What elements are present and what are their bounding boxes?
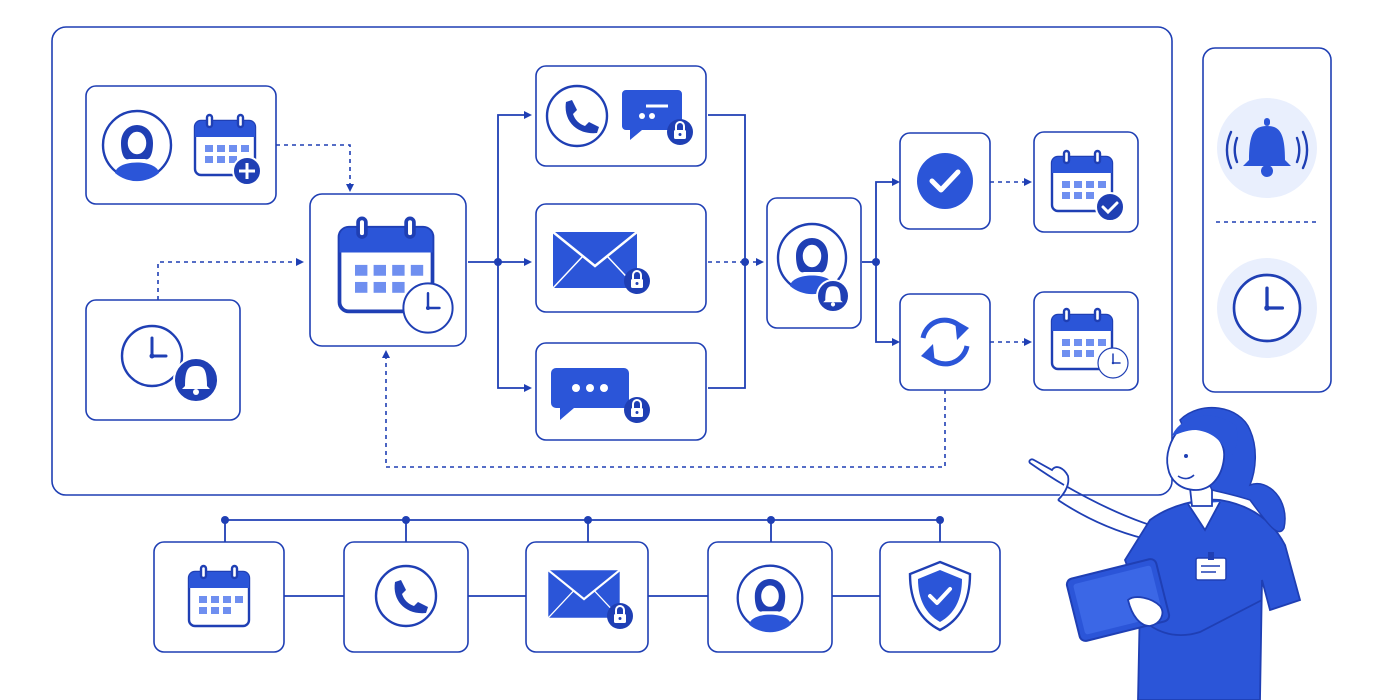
calendar-icon: [187, 564, 251, 628]
toolbar-security-button[interactable]: [879, 541, 1001, 653]
chat-bubble-icon: [551, 368, 629, 420]
toolbar-patient-button[interactable]: [707, 541, 833, 653]
patient-avatar-icon: [101, 109, 173, 183]
phone-icon: [374, 564, 438, 628]
node-confirm: [899, 132, 991, 230]
bottom-toolbar: [153, 516, 1001, 653]
node-patient-notified: [766, 197, 862, 329]
calendar-add-icon: [193, 113, 262, 186]
clock-icon: [120, 324, 184, 388]
calendar-check-icon: [1050, 149, 1125, 222]
node-calendar-pending: [1033, 291, 1139, 391]
phone-icon: [545, 84, 609, 148]
sync-icon: [920, 317, 970, 367]
side-panel: [1202, 47, 1332, 393]
edge-to-phone-chat: [497, 111, 532, 262]
node-reschedule: [899, 293, 991, 391]
node-scheduler: [309, 193, 467, 347]
node-patient-book: [85, 85, 277, 205]
connectors: [157, 111, 1032, 468]
edge-to-reschedule: [875, 262, 900, 346]
node-secure-message: [535, 342, 707, 441]
lock-icon: [606, 602, 634, 630]
edge-book-to-scheduler: [276, 144, 354, 192]
lock-icon: [666, 118, 694, 146]
bell-icon: [173, 357, 219, 403]
clock-icon: [402, 282, 454, 334]
clock-icon: [1217, 258, 1317, 358]
nurse-illustration: [1028, 406, 1302, 700]
node-calendar-confirmed: [1033, 131, 1139, 233]
ringing-bell-icon: [1217, 98, 1317, 198]
node-time-reminder: [85, 299, 241, 421]
node-secure-email: [535, 203, 707, 313]
toolbar-phone-button[interactable]: [343, 541, 469, 653]
node-phone-chat: [535, 65, 707, 167]
lock-icon: [623, 267, 651, 295]
edge-to-message: [497, 262, 532, 392]
chat-bubble-icon: [622, 90, 682, 140]
patient-avatar-icon: [736, 564, 804, 634]
toolbar-email-button[interactable]: [525, 541, 649, 653]
check-circle-icon: [917, 153, 973, 209]
toolbar-calendar-button[interactable]: [153, 541, 285, 653]
bell-icon: [816, 279, 850, 313]
edge-to-confirm: [875, 178, 900, 262]
lock-icon: [623, 396, 651, 424]
shield-check-icon: [908, 560, 972, 632]
